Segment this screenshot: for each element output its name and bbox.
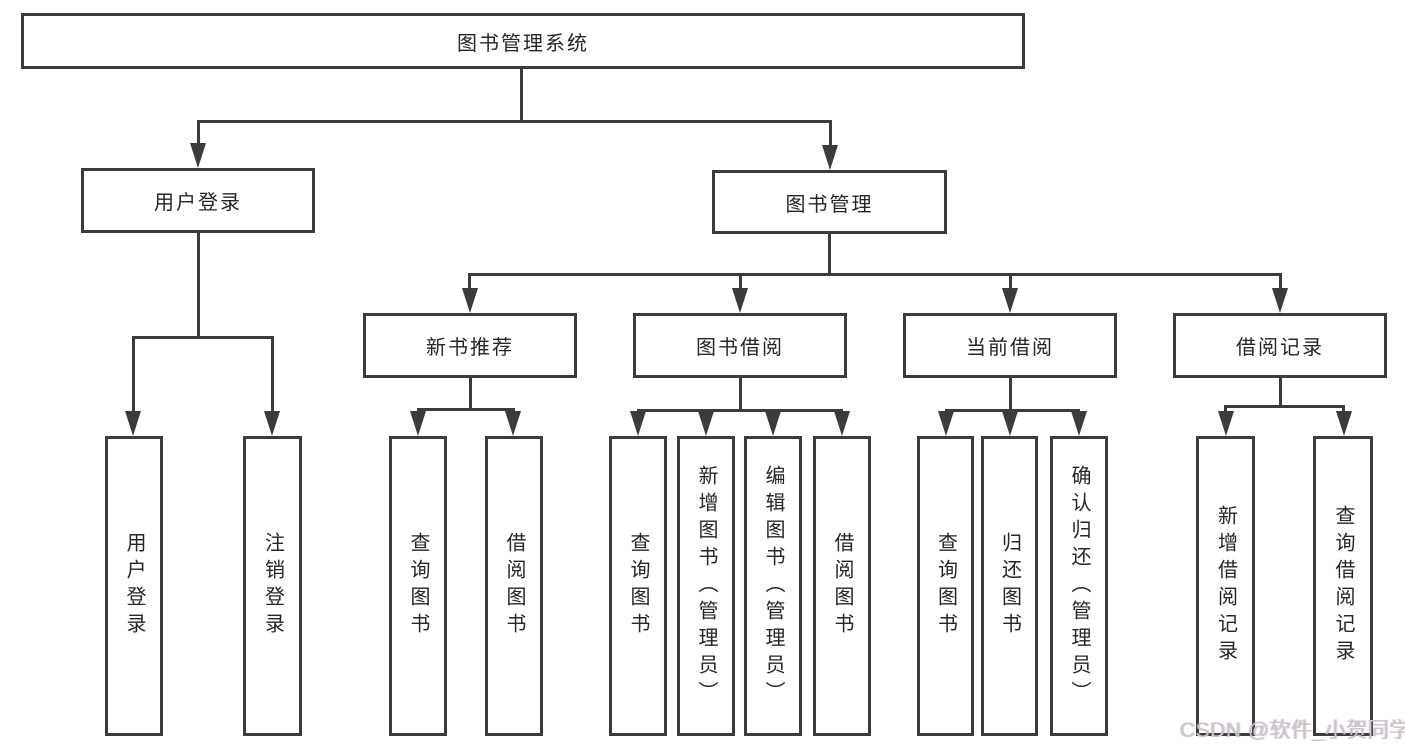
connector-arrowhead <box>822 145 838 170</box>
connector-arrowhead <box>1336 411 1352 436</box>
connector-hline <box>417 408 515 411</box>
connector-arrowhead <box>410 411 426 436</box>
node-user-login: 用户登录 <box>81 168 315 233</box>
connector-vline <box>828 233 831 273</box>
connector-arrowhead <box>505 411 521 436</box>
connector-vline <box>739 273 742 290</box>
connector-arrowhead <box>698 411 714 436</box>
connector-arrowhead <box>1002 288 1018 313</box>
connector-arrowhead <box>630 411 646 436</box>
node-borrowing-records: 借阅记录 <box>1173 313 1387 378</box>
node-book-borrowing: 图书借阅 <box>633 313 847 378</box>
connector-vline <box>197 232 200 336</box>
leaf-logout: 注销登录 <box>243 436 302 736</box>
connector-vline <box>197 120 200 145</box>
connector-hline <box>945 409 1080 412</box>
leaf-borrow-books: 借阅图书 <box>813 436 871 736</box>
connector-hline <box>132 336 274 339</box>
connector-vline <box>1342 405 1345 413</box>
connector-arrowhead <box>765 411 781 436</box>
connector-vline <box>1009 377 1012 409</box>
leaf-add-borrow-record: 新增借阅记录 <box>1196 436 1255 736</box>
connector-arrowhead <box>190 143 206 168</box>
leaf-borrow-books-recommend: 借阅图书 <box>485 436 543 736</box>
connector-hline <box>1224 405 1344 408</box>
connector-vline <box>1279 273 1282 290</box>
connector-arrowhead <box>1272 288 1288 313</box>
leaf-add-book-admin: 新增图书（管理员） <box>677 436 735 736</box>
connector-arrowhead <box>125 411 141 436</box>
csdn-watermark: CSDN @软件_小贺同学 <box>1180 719 1405 742</box>
node-book-management: 图书管理 <box>712 170 947 234</box>
node-new-book-recommendation: 新书推荐 <box>363 313 577 378</box>
connector-arrowhead <box>462 288 478 313</box>
connector-vline <box>829 120 832 146</box>
connector-arrowhead <box>1218 411 1234 436</box>
connector-vline <box>520 68 523 120</box>
leaf-query-borrow-record: 查询借阅记录 <box>1313 436 1373 736</box>
connector-vline <box>132 336 135 413</box>
connector-arrowhead <box>1002 411 1018 436</box>
connector-arrowhead <box>732 288 748 313</box>
connector-arrowhead <box>938 411 954 436</box>
connector-hline <box>197 120 832 123</box>
connector-hline <box>637 409 843 412</box>
node-library-management-system: 图书管理系统 <box>21 13 1025 69</box>
connector-hline <box>468 273 1282 276</box>
connector-vline <box>271 336 274 413</box>
connector-vline <box>1224 405 1227 413</box>
node-current-borrowing: 当前借阅 <box>903 313 1117 378</box>
leaf-confirm-return-admin: 确认归还（管理员） <box>1050 436 1108 736</box>
connector-arrowhead <box>834 411 850 436</box>
leaf-query-books-current: 查询图书 <box>917 436 974 736</box>
connector-vline <box>468 273 471 290</box>
connector-vline <box>1009 273 1012 290</box>
leaf-query-books-borrowing: 查询图书 <box>609 436 667 736</box>
connector-vline <box>739 377 742 409</box>
connector-arrowhead <box>264 411 280 436</box>
leaf-edit-book-admin: 编辑图书（管理员） <box>744 436 802 736</box>
leaf-user-login: 用户登录 <box>105 436 163 736</box>
leaf-return-books: 归还图书 <box>981 436 1038 736</box>
connector-arrowhead <box>1071 411 1087 436</box>
connector-vline <box>1279 377 1282 405</box>
connector-vline <box>469 377 472 408</box>
leaf-query-books-recommend: 查询图书 <box>389 436 447 736</box>
